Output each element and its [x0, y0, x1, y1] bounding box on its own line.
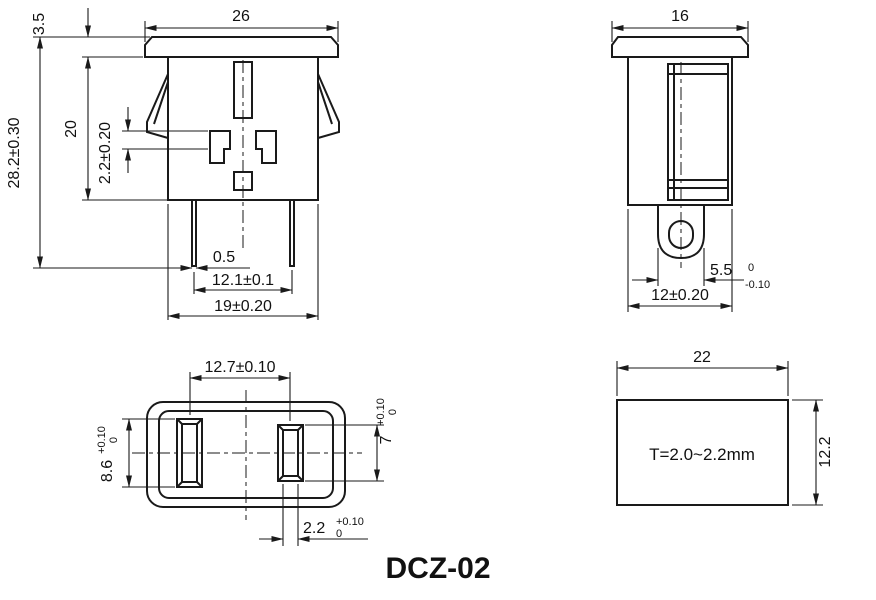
- front-body: [167, 56, 319, 201]
- side-tab-width-tol-lower: -0.10: [745, 279, 770, 291]
- face-left-slot-tol-lower: 0: [108, 437, 120, 443]
- side-flange: [611, 36, 749, 58]
- panel-cutout-view: 22 T=2.0~2.2mm 12.2: [616, 349, 834, 506]
- face-view: 12.7±0.10 7 +0.10 0 8.6 +0.10 0 2.2 +0.1…: [96, 359, 399, 546]
- front-right-clip: [317, 73, 340, 139]
- face-left-slot-height-dim: 8.6: [99, 460, 116, 482]
- side-body-width-dim: 12±0.20: [651, 287, 709, 304]
- front-dimension-lines: [33, 8, 339, 320]
- face-slot-spacing-dim: 12.7±0.10: [204, 359, 275, 376]
- face-right-slot-tol-upper: +0.10: [375, 398, 387, 426]
- front-left-clip: [146, 73, 169, 139]
- front-body-height-dim: 20: [63, 120, 80, 138]
- face-left-slot-tol-upper: +0.10: [96, 426, 108, 454]
- side-tab-width-dim: 5.5: [710, 262, 732, 279]
- side-top-width-dim: 16: [671, 8, 689, 25]
- panel-outline: [616, 399, 789, 506]
- side-dimension-lines: [611, 21, 749, 312]
- face-dimension-lines: [122, 372, 384, 546]
- model-title: DCZ-02: [385, 552, 490, 585]
- side-view-outline: [611, 36, 749, 260]
- side-tab-width-tol-upper: 0: [748, 262, 754, 274]
- front-left-contact: [209, 130, 231, 164]
- front-contact-height-dim: 2.2±0.20: [97, 122, 114, 184]
- front-total-height-dim: 28.2±0.30: [6, 117, 23, 188]
- front-view-outline: [144, 36, 340, 267]
- front-right-pin: [289, 200, 295, 267]
- front-right-contact: [255, 130, 277, 164]
- panel-rectangle: [616, 399, 789, 506]
- panel-dimension-lines: [616, 361, 823, 506]
- front-top-width-dim: 26: [232, 8, 250, 25]
- front-view: 26 3.5 20 28.2±0.30 2.2±0.20 0.5 12.1±0.…: [6, 8, 340, 320]
- front-flange: [144, 36, 339, 58]
- face-slot-width-dim: 2.2: [303, 520, 325, 537]
- panel-thickness-label: T=2.0~2.2mm: [649, 445, 755, 464]
- face-right-slot-tol-lower: 0: [387, 409, 399, 415]
- face-slot-width-tol-lower: 0: [336, 528, 342, 540]
- front-pin-spacing-dim: 12.1±0.1: [212, 272, 274, 289]
- front-left-pin: [191, 200, 197, 267]
- panel-width-dim: 22: [693, 349, 711, 366]
- side-body: [627, 56, 733, 206]
- front-pin-thickness-dim: 0.5: [213, 249, 235, 266]
- face-slot-width-tol-upper: +0.10: [336, 516, 364, 528]
- face-right-slot-height-dim: 7: [378, 435, 395, 444]
- panel-height-dim: 12.2: [817, 436, 834, 467]
- front-flange-height-dim: 3.5: [31, 13, 48, 35]
- front-body-width-dim: 19±0.20: [214, 298, 272, 315]
- side-view: 16 5.5 0 -0.10 12±0.20: [611, 8, 770, 312]
